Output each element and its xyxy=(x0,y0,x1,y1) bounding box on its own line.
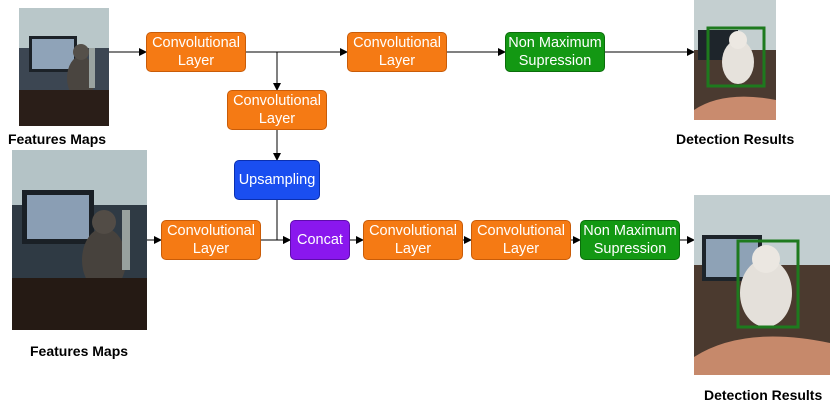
feature-map-image-top xyxy=(19,8,109,126)
feature-map-image-bottom xyxy=(12,150,147,330)
nms-bottom: Non Maximum Supression xyxy=(580,220,680,260)
conv-layer-top-2: Convolutional Layer xyxy=(347,32,447,72)
arrow-upsampling-to-concat xyxy=(276,200,291,244)
conv-layer-bottom-1: Convolutional Layer xyxy=(161,220,261,260)
detection-result-image-top xyxy=(694,0,776,120)
conv-layer-bottom-2: Convolutional Layer xyxy=(363,220,463,260)
upsampling-block: Upsampling xyxy=(234,160,320,200)
conv-layer-bottom-3: Convolutional Layer xyxy=(471,220,571,260)
conv-layer-middle: Convolutional Layer xyxy=(227,90,327,130)
detection-result-image-bottom xyxy=(694,195,830,375)
output-caption-bottom: Detection Results xyxy=(704,387,823,403)
detection-box-top xyxy=(706,26,766,88)
input-caption-bottom: Features Maps xyxy=(30,343,129,359)
input-caption-top: Features Maps xyxy=(8,131,107,147)
output-caption-top: Detection Results xyxy=(676,131,795,147)
nms-top: Non Maximum Supression xyxy=(505,32,605,72)
detection-box-bottom xyxy=(736,239,800,329)
concat-block: Concat xyxy=(290,220,350,260)
conv-layer-top-1: Convolutional Layer xyxy=(146,32,246,72)
